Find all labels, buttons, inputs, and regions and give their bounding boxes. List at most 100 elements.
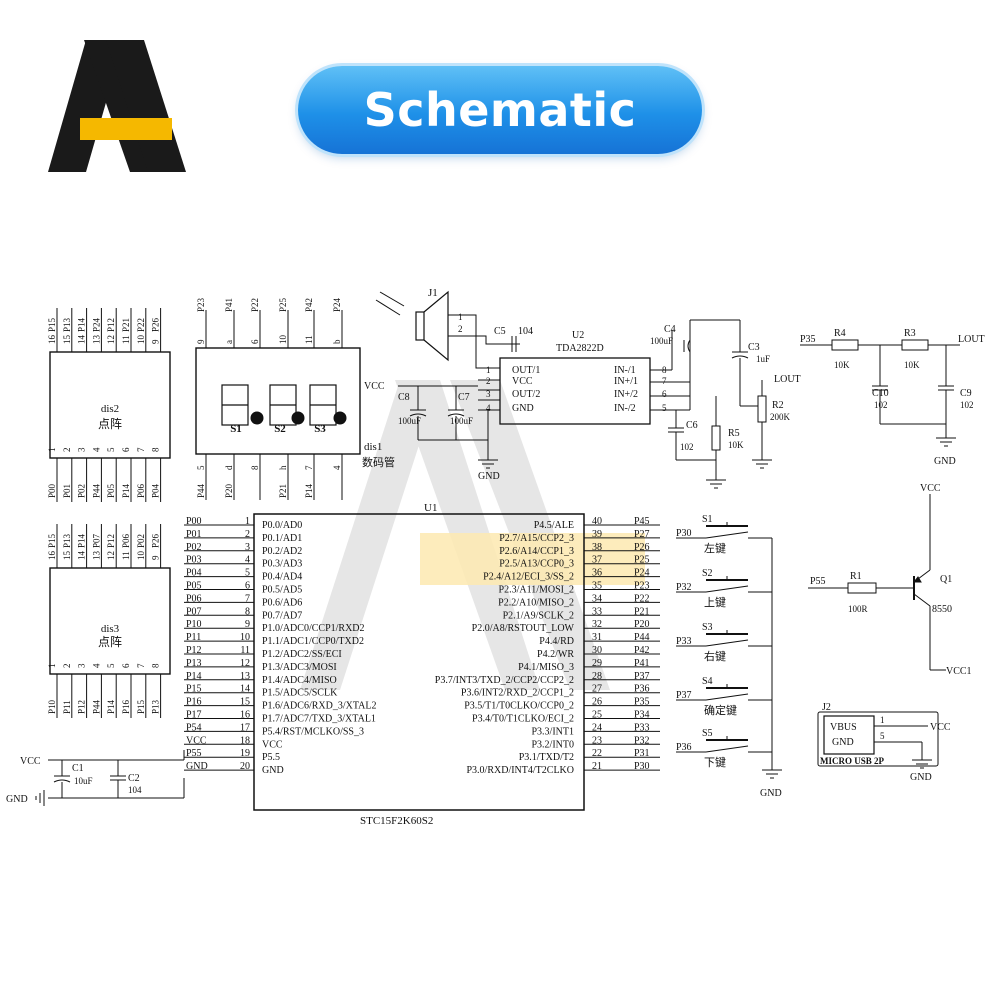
u1-right-num: 25: [592, 710, 602, 721]
c6-value: 102: [680, 442, 694, 452]
u1-right-pin-name: P3.0/RXD/INT4/T2CLKO: [467, 765, 575, 776]
usb-pin5: 5: [880, 731, 885, 741]
u1-right-num: 29: [592, 658, 602, 669]
switch-label: 确定键: [704, 703, 737, 717]
switch-gnd: GND: [760, 788, 782, 799]
u1-right-net: P23: [634, 581, 650, 592]
c5-label: C5: [494, 326, 506, 337]
u2-right-pin-name: IN+/2: [614, 389, 638, 400]
dis1-bottom-pin: 5: [196, 465, 206, 470]
u1-left-pin-name: P0.4/AD4: [262, 572, 302, 583]
u1-left-net: P15: [186, 684, 202, 695]
dis2-subtitle: 点阵: [98, 417, 122, 431]
u2-right-pin-name: IN-/1: [614, 365, 636, 376]
u1-left-net: P54: [186, 722, 202, 733]
u2-right-pin-num: 7: [662, 376, 667, 386]
dis2-top-net: P14: [77, 317, 87, 332]
u1-left-net: P14: [186, 671, 202, 682]
dis3-bottom-pin: 2: [62, 664, 72, 669]
dis3-matrix: dis3 点阵 16P151P1015P132P1114P143P1213P07…: [47, 524, 171, 718]
dis1-top-pin: 11: [304, 335, 314, 344]
u1-left-net: P05: [186, 581, 202, 592]
switch-ref: S1: [702, 514, 713, 525]
u1-right-pin-name: P2.3/A11/MOSI_2: [499, 585, 574, 596]
dis2-top-net: P24: [91, 317, 101, 332]
dis2-bottom-net: P14: [121, 483, 131, 498]
u1-right-pin-name: P3.7/INT3/TXD_2/CCP2/CCP2_2: [435, 675, 574, 686]
dis3-top-pin: 16: [47, 551, 57, 561]
dis3-top-pin: 12: [106, 551, 116, 560]
dis2-bottom-pin: 6: [121, 447, 131, 452]
u1-right-net: P30: [634, 761, 650, 772]
u1-left-pin-name: P5.4/RST/MCLKO/SS_3: [262, 726, 364, 737]
u1-left-net: P12: [186, 645, 202, 656]
r3-label: R3: [904, 328, 916, 339]
r5-value: 10K: [728, 440, 744, 450]
u1-right-net: P41: [634, 658, 650, 669]
u2-left-pin-name: OUT/1: [512, 365, 540, 376]
u1-left-net: P10: [186, 619, 202, 630]
usb-gnd: GND: [910, 772, 932, 783]
u1-right-pin-name: P4.4/RD: [539, 636, 574, 647]
dis1-top-net: P23: [196, 297, 206, 312]
u1-left-num: 19: [240, 748, 250, 759]
u1-left-num: 9: [245, 619, 250, 630]
u1-left-net: P07: [186, 606, 202, 617]
j1-label: J1: [428, 287, 438, 299]
u2-left-pin-num: 2: [486, 376, 491, 386]
dis3-bottom-pin: 6: [121, 663, 131, 668]
dis3-bottom-net: P16: [121, 699, 131, 714]
u1-left-net: GND: [186, 761, 208, 772]
filter-p35: P35: [800, 334, 816, 345]
dis3-top-net: P12: [106, 534, 116, 548]
c1-value: 10uF: [74, 776, 93, 786]
usb-pin1: 1: [880, 715, 885, 725]
dis2-top-pin: 15: [62, 335, 72, 345]
u1-right-net: P33: [634, 722, 650, 733]
u1-right-net: P31: [634, 748, 650, 759]
u1-right-pin-name: P2.4/A12/ECI_3/SS_2: [483, 572, 574, 583]
power-decoupling: VCC C1 10uF C2 104 GND: [6, 750, 185, 806]
j1-pin1: 1: [458, 312, 463, 322]
dis3-bottom-pin: 5: [106, 663, 116, 668]
dis1-top-net: P41: [224, 298, 234, 312]
u1-left-pin-name: P0.7/AD7: [262, 610, 302, 621]
u1-left-pin-name: P0.6/AD6: [262, 597, 302, 608]
r3-value: 10K: [904, 360, 920, 370]
dis2-top-net: P26: [151, 317, 161, 332]
r2-label: R2: [772, 400, 784, 411]
u1-left-net: P11: [186, 632, 201, 643]
u1-right-num: 38: [592, 542, 602, 553]
dis1-top-pin: 6: [250, 339, 260, 344]
dis3-bottom-net: P13: [151, 699, 161, 714]
u1-left-pin-name: P0.1/AD1: [262, 533, 302, 544]
dis1-subtitle: 数码管: [362, 455, 395, 469]
u1-left-num: 5: [245, 568, 250, 579]
dis1-top-net: P22: [250, 298, 260, 312]
u1-left-net: P55: [186, 748, 202, 759]
dis2-bottom-pin: 5: [106, 447, 116, 452]
u1-left-net: VCC: [186, 735, 207, 746]
u1-right-net: P26: [634, 542, 650, 553]
rc-filter: P35 R4 10K R3 10K LOUT C10 102 C9 102 GN…: [800, 328, 985, 467]
dis1-7segment: S1 S2 S3 dis1 数码管 P2395P44P41adP20P2268P…: [195, 297, 395, 500]
dis2-bottom-pin: 4: [91, 447, 101, 452]
u1-left-num: 11: [240, 645, 250, 656]
u1-right-pin-name: P4.1/MISO_3: [518, 662, 574, 673]
c7-label: C7: [458, 392, 470, 403]
c3-value: 1uF: [756, 354, 770, 364]
u2-left-pin-name: VCC: [512, 376, 533, 387]
power-gnd: GND: [6, 794, 28, 805]
u1-right-num: 32: [592, 619, 602, 630]
page-title: Schematic: [363, 83, 637, 137]
dis2-matrix: dis2 点阵 16P151P0015P132P0114P143P0213P24…: [47, 308, 171, 502]
u1-left-num: 20: [240, 761, 250, 772]
dis3-top-net: P13: [62, 533, 72, 548]
dis3-bottom-pin: 3: [77, 663, 87, 668]
usb-vcc: VCC: [930, 722, 951, 733]
u1-left-pin-name: P1.1/ADC1/CCP0/TXD2: [262, 636, 364, 647]
usb-vbus: VBUS: [830, 722, 857, 733]
